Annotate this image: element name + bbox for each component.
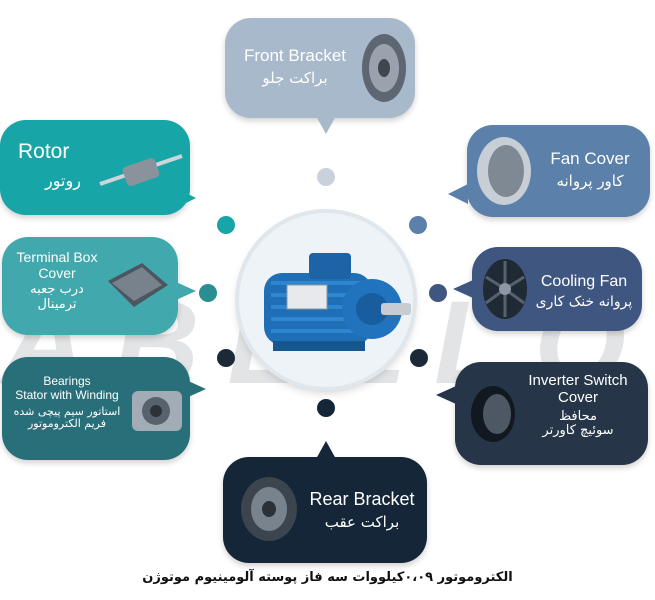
rotor-bubble: Rotor روتور bbox=[0, 120, 190, 215]
terminal-box-label-fa-1: درب جعبه bbox=[30, 282, 84, 298]
caption: الکتروموتور ۰،۰۹کیلووات سه فاز پوسته آلو… bbox=[142, 570, 513, 585]
fan-cover-dot bbox=[409, 216, 427, 234]
motor-illustration bbox=[264, 253, 411, 351]
inverter-switch-cover-bubble: Inverter Switch Cover محافظ سوئیچ کاورتر bbox=[455, 362, 648, 465]
bearings-dot bbox=[217, 349, 235, 367]
inverter-cover-image bbox=[471, 386, 515, 442]
rotor-dot bbox=[217, 216, 235, 234]
front-bracket-label-fa: براکت جلو bbox=[262, 68, 328, 87]
bearings-label-en-2: Stator with Winding bbox=[15, 387, 119, 402]
bearings-label-en-1: Bearings bbox=[43, 374, 91, 388]
rear-bracket-label-en: Rear Bracket bbox=[309, 489, 415, 509]
fan-cover-label-fa: کاور پروانه bbox=[556, 171, 624, 190]
rear-bracket-dot bbox=[317, 399, 335, 417]
bearings-stator-bubble: Bearings Stator with Winding استاتور سیم… bbox=[2, 357, 190, 460]
inverter-tail bbox=[436, 386, 456, 404]
rotor-tail bbox=[176, 188, 196, 208]
cooling-fan-bubble: Cooling Fan پروانه خنک کاری bbox=[472, 247, 642, 331]
front-bracket-dot bbox=[317, 168, 335, 186]
inverter-dot bbox=[410, 349, 428, 367]
fan-cover-label-en: Fan Cover bbox=[550, 149, 630, 168]
terminal-box-label-fa-2: ترمینال bbox=[37, 297, 77, 313]
bearings-label-fa-2: فریم الکتروموتور bbox=[27, 417, 107, 431]
bearings-label-fa-1: استاتور سیم پیچی شده bbox=[13, 404, 121, 418]
inverter-label-en-2: Cover bbox=[557, 389, 598, 407]
fan-cover-tail bbox=[448, 184, 468, 204]
motor-image bbox=[239, 213, 413, 387]
front-bracket-image bbox=[362, 34, 406, 102]
cooling-fan-tail bbox=[453, 280, 473, 298]
rear-bracket-tail bbox=[316, 441, 336, 459]
terminal-box-dot bbox=[199, 284, 217, 302]
rotor-label-fa: روتور bbox=[45, 171, 81, 191]
bearings-tail bbox=[186, 380, 206, 398]
rotor-label-en: Rotor bbox=[18, 140, 70, 163]
fan-cover-image bbox=[477, 137, 531, 205]
terminal-box-label-en-2: Cover bbox=[38, 265, 76, 282]
stator-image bbox=[132, 391, 182, 431]
rear-bracket-image bbox=[241, 477, 297, 541]
cooling-fan-image bbox=[483, 259, 527, 319]
cooling-fan-label-en: Cooling Fan bbox=[540, 273, 628, 290]
inverter-label-fa-1: محافظ bbox=[559, 408, 597, 424]
front-bracket-tail bbox=[316, 116, 336, 134]
front-bracket-bubble: Front Bracket براکت جلو bbox=[225, 18, 415, 118]
cooling-fan-label-fa: پروانه خنک کاری bbox=[535, 294, 633, 311]
terminal-box-tail bbox=[176, 282, 196, 300]
inverter-label-fa-2: سوئیچ کاورتر bbox=[542, 423, 614, 439]
fan-cover-bubble: Fan Cover کاور پروانه bbox=[467, 125, 650, 217]
rotor-image bbox=[99, 154, 183, 186]
rear-bracket-bubble: Rear Bracket براکت عقب bbox=[223, 457, 427, 563]
terminal-box-image bbox=[108, 263, 168, 307]
inverter-label-en-1: Inverter Switch bbox=[528, 372, 628, 389]
terminal-box-label-en-1: Terminal Box bbox=[16, 249, 98, 265]
front-bracket-label-en: Front Bracket bbox=[243, 46, 347, 65]
terminal-box-cover-bubble: Terminal Box Cover درب جعبه ترمینال bbox=[2, 237, 178, 335]
cooling-fan-dot bbox=[429, 284, 447, 302]
rear-bracket-label-fa: براکت عقب bbox=[324, 512, 400, 531]
